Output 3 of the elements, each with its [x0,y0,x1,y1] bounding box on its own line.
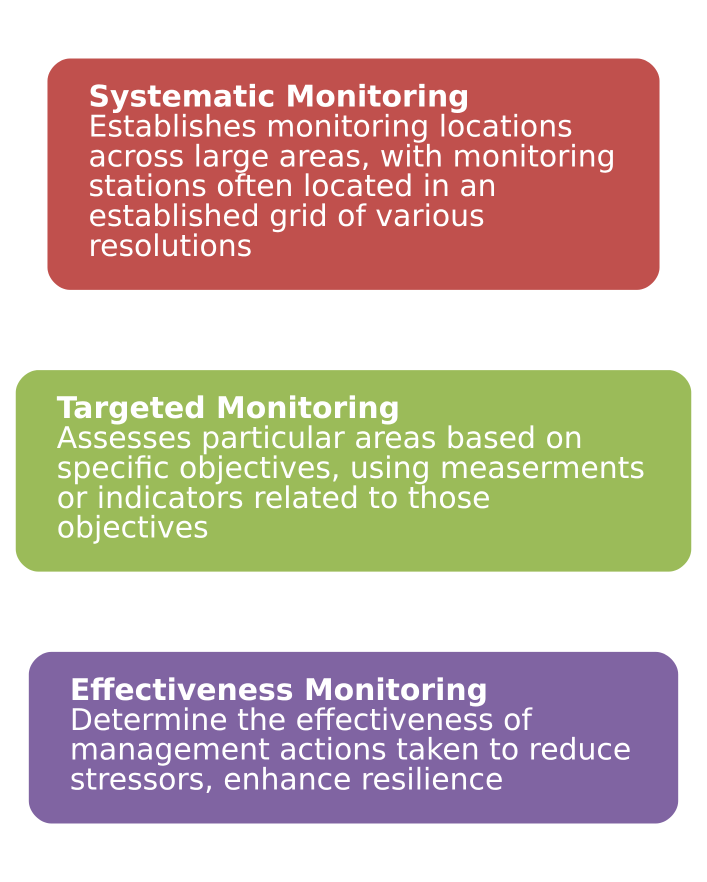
node-box: Effectiveness Monitoring Determine the effectiveness of management actions taken to reduce stressors, enhance resilience [28,652,678,824]
node-box: Systematic Monitoring Establishes monitoring locations across large areas, with monitoring stations often located in an established grid of various resolutions [47,58,660,290]
node-box: Targeted Monitoring Assesses particular areas based on specific objectives, using measerments or indicators related to those objectives [16,370,692,572]
